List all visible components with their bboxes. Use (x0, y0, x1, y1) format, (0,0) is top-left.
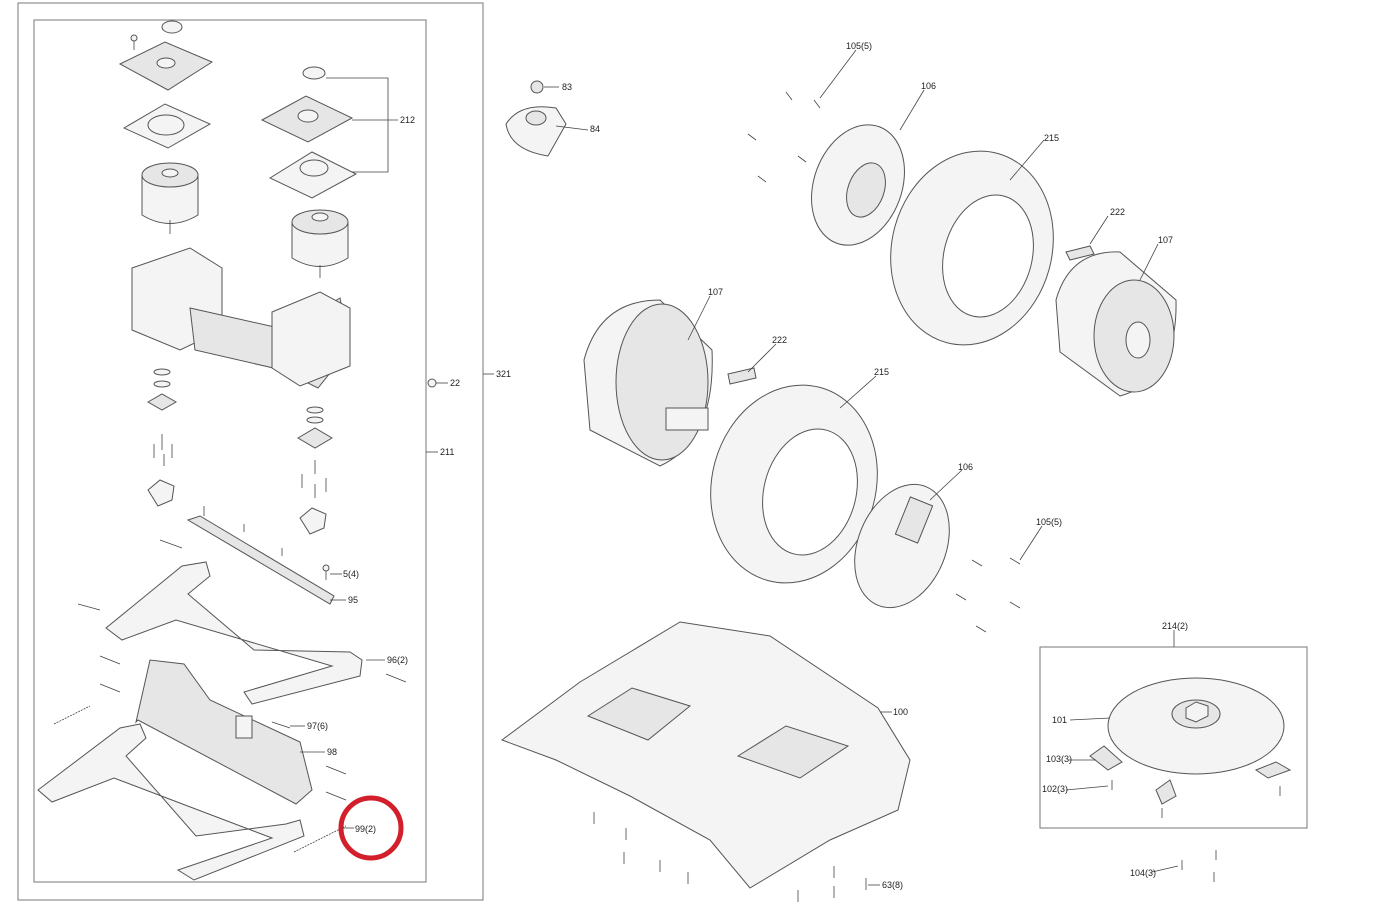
outer-frame (17, 2, 484, 901)
hub-107-right (1055, 251, 1177, 397)
bolts-97 (271, 721, 291, 729)
blade-kit-frame (1039, 646, 1308, 829)
callout-212-bracket (326, 77, 398, 173)
callout-222-top: 222 (1110, 207, 1125, 217)
tire-215-top (890, 150, 1054, 346)
bolt-top (130, 34, 138, 50)
highlight-circle-99 (338, 795, 404, 861)
spring-99 (293, 825, 347, 853)
callout-107-right: 107 (1158, 235, 1173, 245)
label-222-top (1065, 245, 1095, 261)
blade-disc-101 (1107, 677, 1285, 775)
tire-215-mid (710, 384, 878, 584)
callout-103: 103(3) (1046, 754, 1072, 764)
top-cover-plate-1 (118, 20, 214, 149)
hubcap-106-top (811, 124, 905, 246)
screws-63 (593, 812, 867, 902)
callout-97: 97(6) (307, 721, 328, 731)
callout-98: 98 (327, 747, 337, 757)
motor-bracket-chassis (131, 247, 351, 389)
callout-211: 211 (440, 447, 454, 457)
callout-215-top: 215 (1044, 133, 1059, 143)
callout-222-mid: 222 (772, 335, 787, 345)
hubcap-106-mid (854, 483, 950, 609)
callout-84: 84 (590, 124, 600, 134)
callout-labels: 105(5) 106 215 222 107 83 84 212 22 321 … (307, 41, 1188, 890)
pivot-housing-98 (135, 659, 313, 805)
base-cover-100 (500, 621, 911, 889)
bolts-mid-left (53, 655, 121, 725)
callout-106-top: 106 (921, 81, 936, 91)
washers-mount-right (297, 406, 333, 535)
callout-101: 101 (1052, 715, 1067, 725)
bolts-right-side (325, 673, 407, 801)
motor-2 (291, 209, 349, 278)
arm-lower (37, 723, 305, 881)
callout-22: 22 (450, 378, 460, 388)
callout-104: 104(3) (1130, 868, 1156, 878)
rail-95 (186, 506, 335, 605)
callout-106-mid: 106 (958, 462, 973, 472)
callout-212: 212 (400, 115, 415, 125)
inner-frame-211 (33, 19, 427, 883)
callout-107-left: 107 (708, 287, 723, 297)
callout-95: 95 (348, 595, 358, 605)
label-222-mid (727, 367, 757, 385)
callout-5: 5(4) (343, 569, 359, 579)
callout-105-top: 105(5) (846, 41, 872, 51)
washers-mount-left (146, 368, 178, 507)
callout-321: 321 (496, 369, 511, 379)
hub-107-left (583, 299, 713, 467)
leader-lines (290, 49, 1179, 886)
callout-105-mid: 105(5) (1036, 517, 1062, 527)
callout-100: 100 (893, 707, 908, 717)
callout-83: 83 (562, 82, 572, 92)
bolt-5 (322, 564, 330, 580)
motor-1 (141, 162, 199, 234)
screws-102 (1111, 780, 1281, 818)
callout-63: 63(8) (882, 880, 903, 890)
callout-99: 99(2) (355, 824, 376, 834)
callout-102: 102(3) (1042, 784, 1068, 794)
screws-104 (1181, 850, 1217, 882)
gear-83 (530, 80, 544, 94)
top-cover-plate-2 (260, 66, 358, 199)
blades-103 (1089, 745, 1292, 805)
nut-22 (427, 378, 437, 388)
bolts-105-mid (955, 557, 1021, 633)
bolts-105-top (747, 91, 821, 183)
callout-96: 96(2) (387, 655, 408, 665)
callout-214: 214(2) (1162, 621, 1188, 631)
callout-215-mid: 215 (874, 367, 889, 377)
arm-upper (77, 539, 363, 705)
cam-84 (505, 106, 567, 157)
